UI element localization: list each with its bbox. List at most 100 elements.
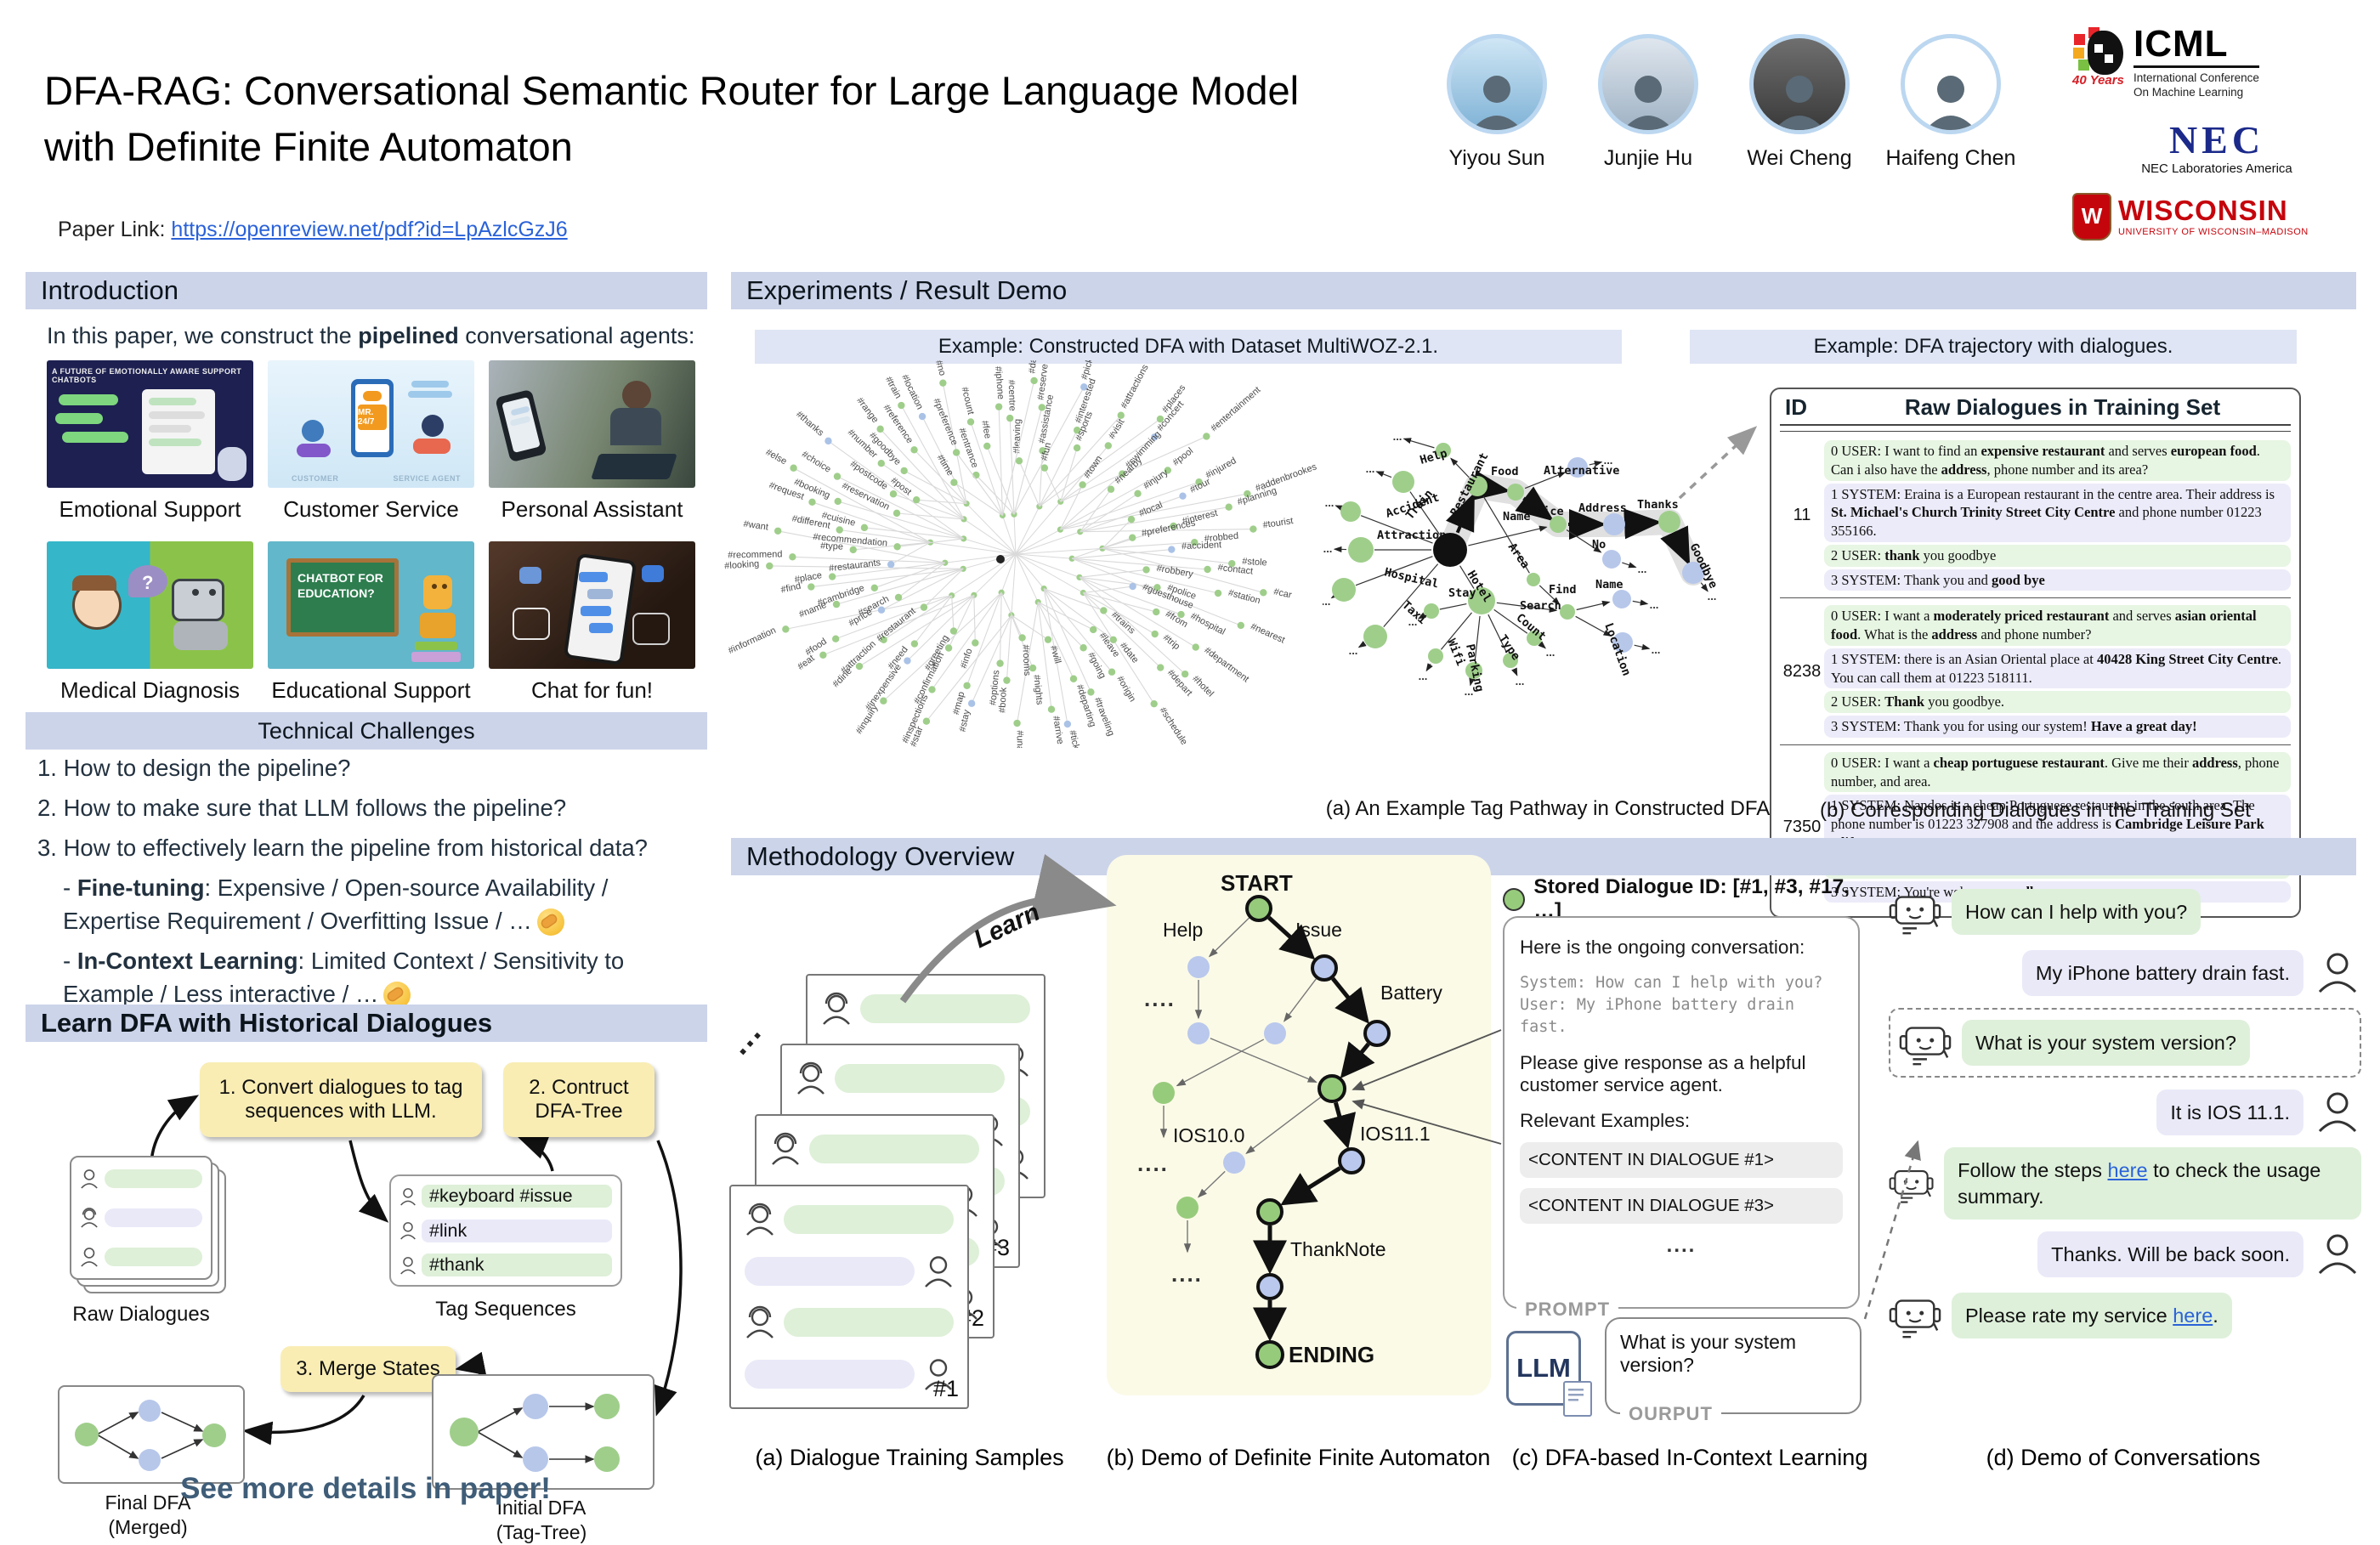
edge-label: Hospital [1383, 565, 1440, 591]
dfa-node [1312, 956, 1336, 980]
graph-node [808, 583, 814, 590]
pathway-node [1560, 604, 1575, 620]
tag-label: #visit [1107, 417, 1126, 441]
service-agent-label: SERVICE AGENT [393, 474, 461, 483]
edge-label: No [1592, 538, 1606, 552]
raw-dialogues-stack [70, 1156, 240, 1300]
tag-label: #leave [1097, 631, 1122, 659]
chat-bubble: It is IOS 11.1. [2156, 1089, 2304, 1136]
graph-node [834, 473, 841, 479]
message-bar [809, 1135, 979, 1163]
graph-node [900, 467, 907, 474]
graph-node [1064, 721, 1071, 727]
graph-node [953, 449, 960, 456]
edge-label: Thanks [1637, 498, 1679, 512]
paper-link-row: Paper Link: https://openreview.net/pdf?i… [58, 218, 568, 242]
edge-label: Help [1419, 447, 1449, 467]
training-sample-card: #1 [729, 1185, 969, 1409]
graph-node [904, 657, 910, 664]
tag-pill: #link [422, 1220, 612, 1242]
final-dfa-box [58, 1385, 245, 1484]
caption-b: (b) Demo of Definite Finite Automaton [1101, 1445, 1496, 1471]
card-educational-support: CHATBOT FOR EDUCATION? Educational Suppo… [268, 541, 474, 710]
card-emotional-support: A FUTURE OF EMOTIONALLY AWARE SUPPORT CH… [47, 360, 253, 529]
icml-subtitle: International Conference On Machine Lear… [2134, 71, 2259, 100]
person-silhouette-icon [1770, 67, 1829, 130]
graph-node [898, 402, 904, 409]
wisconsin-logo: W WISCONSIN UNIVERSITY OF WISCONSIN–MADI… [2072, 193, 2361, 241]
tag-label: #tickets [1067, 729, 1084, 748]
tag-label: #reference [881, 403, 915, 445]
sample-number: #1 [933, 1376, 959, 1402]
inline-link[interactable]: here [2108, 1159, 2148, 1181]
tag-sequence-row: #thank [400, 1254, 612, 1276]
pathway-node [1428, 648, 1443, 664]
graph-node [832, 636, 839, 642]
edge-label: Wifi [1444, 637, 1467, 668]
graph-node [923, 718, 930, 725]
dfa-edge [1198, 1171, 1225, 1197]
inline-link[interactable]: here [2173, 1304, 2213, 1327]
graph-node [983, 443, 990, 450]
graph-node [824, 438, 831, 444]
dialogue-turn: 0 USER: I want a cheap portuguese restau… [1824, 752, 2291, 793]
paper-link[interactable]: https://openreview.net/pdf?id=LpAzlcGzJ6 [171, 218, 567, 241]
tag-label: #cambridge [816, 583, 865, 608]
tag-label: #will [1048, 644, 1062, 665]
dfa-edge [1335, 1102, 1346, 1142]
tag-label: #pool [1171, 446, 1196, 468]
graph-node [893, 543, 900, 550]
icml-name: ICML [2134, 25, 2259, 68]
nec-name: NEC [2072, 121, 2361, 160]
message-bar [784, 1308, 954, 1337]
tag-label: #hospital [1189, 611, 1227, 637]
green-state-icon [1503, 888, 1525, 911]
tag-label: #no [933, 360, 948, 377]
dfa-edge [1210, 918, 1250, 956]
llm-box: LLM [1506, 1331, 1581, 1406]
educational-support-image: CHATBOT FOR EDUCATION? [268, 541, 474, 669]
edge-label: Attraction [1377, 529, 1446, 542]
edge-label: Price [1529, 505, 1564, 518]
learn-label: Learn [970, 898, 1045, 954]
graph-node [1250, 525, 1256, 532]
tag-label: #inexpensive [864, 662, 904, 712]
pathway-edge [1440, 604, 1467, 609]
agent-icon [796, 1061, 826, 1096]
tag-label: #range [854, 396, 880, 426]
graph-node [1225, 504, 1232, 511]
tag-label: #robbery [1156, 563, 1194, 580]
prompt-box: Here is the ongoing conversation: System… [1503, 916, 1860, 1309]
caption-d: (d) Demo of Conversations [1928, 1445, 2319, 1471]
page-title: DFA-RAG: Conversational Semantic Router … [44, 63, 1299, 175]
challenge-item: 2. How to make sure that LLM follows the… [37, 791, 706, 824]
leaf-arrow [1633, 601, 1647, 603]
sample-row [745, 1356, 954, 1392]
edge-label: Name [1595, 578, 1624, 591]
ellipsis: .... [1171, 1261, 1203, 1287]
dfa-edge [1333, 978, 1365, 1018]
ellipsis: .... [1144, 986, 1176, 1011]
chat-bubble: What is your system version? [1962, 1020, 2250, 1067]
section-introduction: Introduction [26, 272, 707, 309]
graph-node [919, 413, 926, 420]
graph-node [1204, 566, 1210, 573]
ending-label: ENDING [1289, 1342, 1374, 1367]
graph-node [1003, 676, 1010, 683]
dfa-edge [1246, 1097, 1320, 1153]
graph-node [1238, 622, 1244, 629]
constructed-dfa-radial-graph: #entrance#fee#centre#reserve#pickup#leav… [722, 360, 1318, 748]
edge-label: Name [1503, 510, 1531, 523]
graph-node [1150, 700, 1157, 707]
ellipsis: ... [1638, 563, 1647, 575]
chat-row: Please rate my service here. [1889, 1289, 2361, 1342]
pathway-edge [1577, 602, 1610, 609]
tag-label: #trip [1161, 632, 1182, 652]
graph-node [1080, 644, 1086, 651]
graph-node [835, 498, 842, 505]
tag-label: #nights [1031, 674, 1045, 705]
more-samples-dots: ... [721, 1014, 769, 1062]
table-header: ID Raw Dialogues in Training Set [1780, 394, 2291, 421]
tag-label: #accident [1182, 540, 1222, 552]
